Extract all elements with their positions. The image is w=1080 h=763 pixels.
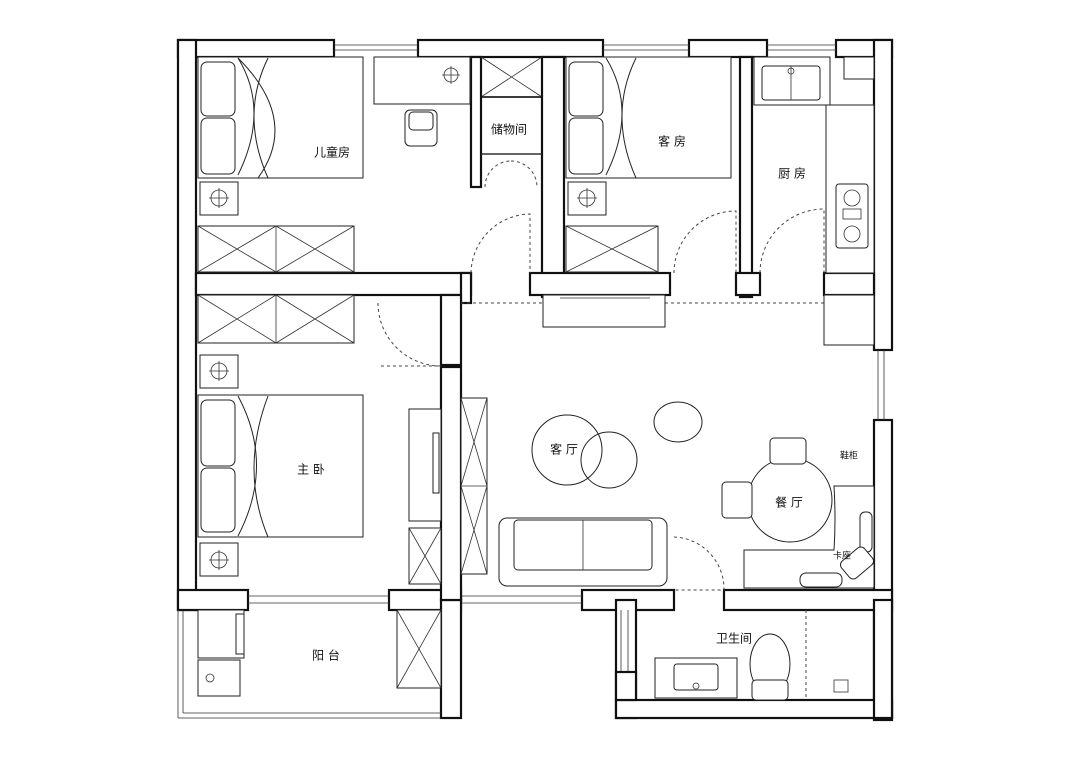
label-shoe-cabinet: 鞋柜 [840, 450, 858, 462]
label-living-room: 客 厅 [550, 442, 578, 457]
label-kitchen: 厨 房 [778, 166, 806, 181]
label-dining: 餐 厅 [775, 495, 803, 510]
door-swings [377, 160, 874, 591]
label-master-bedroom: 主 卧 [297, 463, 325, 477]
label-bathroom: 卫生间 [716, 632, 752, 646]
kids-room [197, 56, 471, 273]
guest-room [542, 56, 732, 328]
label-kids-room: 儿童房 [314, 145, 350, 160]
label-guest-room: 客 房 [658, 134, 686, 149]
room-labels: 儿童房 储物间 客 房 厨 房 客 厅 主 卧 餐 厅 阳 台 卫生间 鞋柜 卡… [297, 122, 858, 663]
label-booth-seat: 卡座 [833, 550, 851, 562]
balcony [197, 609, 442, 697]
living-dining [498, 401, 875, 589]
label-balcony: 阳 台 [312, 648, 340, 663]
kitchen [753, 56, 875, 346]
interior-walls [194, 55, 876, 602]
bathroom [654, 610, 849, 701]
label-storage: 储物间 [491, 122, 527, 137]
master-bedroom [197, 294, 488, 585]
